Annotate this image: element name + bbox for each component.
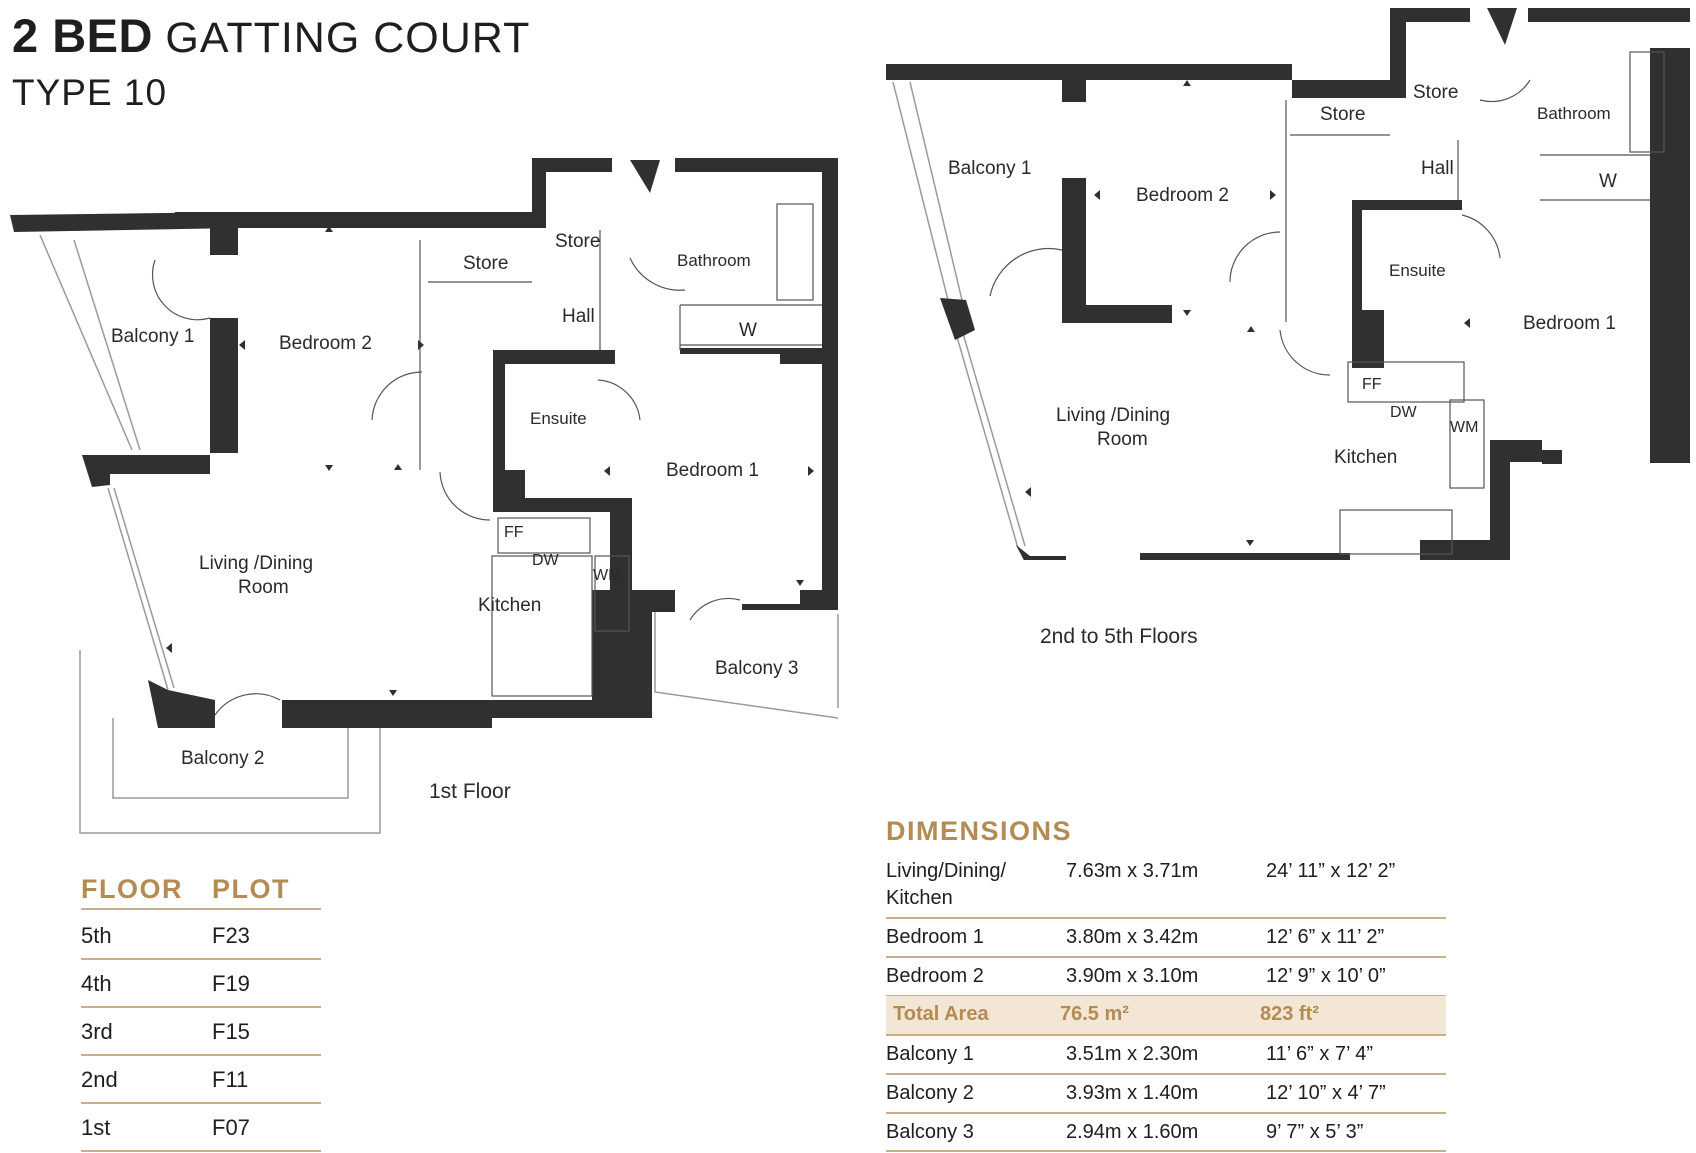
ff-label-hall: Hall [562, 306, 595, 327]
total-area-row: Total Area 76.5 m² 823 ft² [886, 996, 1446, 1036]
bed-count: 2 BED [12, 9, 153, 62]
ff-label-store-b: Store [555, 231, 601, 252]
table-row: Bedroom 1 3.80m x 3.42m 12’ 6” x 11’ 2” [886, 919, 1446, 958]
ff-label-living-room: Room [238, 577, 289, 598]
table-row: Balcony 2 3.93m x 1.40m 12’ 10” x 4’ 7” [886, 1075, 1446, 1114]
uf-label-bedroom1: Bedroom 1 [1523, 313, 1616, 334]
floor-cell: 3rd [81, 1019, 113, 1044]
dim-metric-cell: 76.5 m² [1060, 1003, 1129, 1025]
ff-label-bathroom: Bathroom [677, 251, 751, 270]
dim-metric-cell: 3.90m x 3.10m [1066, 965, 1199, 987]
ff-label-dw: DW [532, 552, 559, 569]
upper-floors-plan [886, 8, 1690, 560]
first-floor-plan [10, 158, 839, 834]
plot-cell: F15 [212, 1019, 250, 1044]
table-row: Balcony 3 2.94m x 1.60m 9’ 7” x 5’ 3” [886, 1114, 1446, 1152]
dim-metric-cell: 2.94m x 1.60m [1066, 1121, 1199, 1143]
dimensions-heading: DIMENSIONS [886, 816, 1073, 846]
uf-label-wm: WM [1450, 419, 1479, 436]
dim-metric-cell: 3.80m x 3.42m [1066, 926, 1199, 948]
ff-label-ensuite: Ensuite [530, 409, 587, 428]
plot-cell: F19 [212, 971, 250, 996]
dim-imperial-cell: 12’ 6” x 11’ 2” [1266, 926, 1385, 948]
floor-cell: 2nd [81, 1067, 118, 1092]
dim-metric-cell: 3.93m x 1.40m [1066, 1082, 1199, 1104]
table-row: 1st F07 [81, 1104, 321, 1152]
plot-cell: F07 [212, 1115, 250, 1140]
uf-label-living-room: Room [1097, 429, 1148, 450]
table-row: 5th F23 [81, 912, 321, 960]
ff-label-bedroom1: Bedroom 1 [666, 460, 759, 481]
dim-room-cell: Living/Dining/ [886, 860, 1007, 882]
uf-label-balcony1: Balcony 1 [948, 158, 1032, 179]
dim-imperial-cell: 12’ 10” x 4’ 7” [1266, 1082, 1386, 1104]
dim-imperial-cell: 12’ 9” x 10’ 0” [1266, 965, 1386, 987]
dim-imperial-cell: 11’ 6” x 7’ 4” [1266, 1043, 1374, 1065]
uf-label-hall: Hall [1421, 158, 1454, 179]
uf-label-ensuite: Ensuite [1389, 261, 1446, 280]
dim-room-cell: Total Area [893, 1003, 989, 1025]
ff-label-living: Living /Dining [199, 553, 314, 574]
floor-cell: 1st [81, 1115, 111, 1140]
unit-type: TYPE 10 [12, 72, 168, 113]
page-title: 2 BED GATTING COURT [12, 8, 530, 63]
ff-label-wardrobe: W [739, 320, 757, 341]
floor-cell: 5th [81, 923, 112, 948]
uf-label-dw: DW [1390, 404, 1417, 421]
table-row: Balcony 1 3.51m x 2.30m 11’ 6” x 7’ 4” [886, 1036, 1446, 1075]
first-floor-caption: 1st Floor [429, 780, 511, 803]
uf-label-store-b: Store [1413, 82, 1459, 103]
plot-cell: F23 [212, 923, 250, 948]
plot-table-header-plot: PLOT [212, 874, 290, 904]
dim-metric-cell: 7.63m x 3.71m [1066, 860, 1199, 882]
plot-table-header-floor: FLOOR [81, 874, 183, 904]
ff-label-bedroom2: Bedroom 2 [279, 333, 372, 354]
ff-label-balcony3: Balcony 3 [715, 658, 799, 679]
uf-label-store-a: Store [1320, 104, 1366, 125]
dim-imperial-cell: 9’ 7” x 5’ 3” [1266, 1121, 1364, 1143]
uf-label-ff: FF [1362, 376, 1382, 393]
dim-room-cell: Balcony 2 [886, 1082, 974, 1104]
ff-label-balcony1: Balcony 1 [111, 326, 195, 347]
upper-floors-caption: 2nd to 5th Floors [1040, 625, 1198, 648]
table-row: Bedroom 2 3.90m x 3.10m 12’ 9” x 10’ 0” [886, 958, 1446, 997]
ff-label-balcony2: Balcony 2 [181, 748, 265, 769]
dim-room-cell: Bedroom 2 [886, 965, 984, 987]
ff-label-ff: FF [504, 524, 524, 541]
table-row: 3rd F15 [81, 1008, 321, 1056]
dim-room-cell: Bedroom 1 [886, 926, 984, 948]
ff-label-wm: WM [593, 567, 622, 584]
ff-label-store-a: Store [463, 253, 509, 274]
uf-label-wardrobe: W [1599, 171, 1617, 192]
dim-room-cell-line2: Kitchen [886, 887, 953, 909]
dim-metric-cell: 3.51m x 2.30m [1066, 1043, 1199, 1065]
uf-label-bathroom: Bathroom [1537, 104, 1611, 123]
plot-table-header-rule [81, 908, 321, 910]
floor-cell: 4th [81, 971, 112, 996]
plot-cell: F11 [212, 1067, 249, 1092]
development-name: GATTING COURT [165, 14, 531, 62]
dim-room-cell: Balcony 1 [886, 1043, 974, 1065]
ff-label-kitchen: Kitchen [478, 595, 542, 616]
uf-label-bedroom2: Bedroom 2 [1136, 185, 1229, 206]
table-row: Living/Dining/ Kitchen 7.63m x 3.71m 24’… [886, 855, 1446, 919]
dim-imperial-cell: 823 ft² [1260, 1003, 1319, 1025]
dim-imperial-cell: 24’ 11” x 12’ 2” [1266, 860, 1396, 882]
uf-label-living: Living /Dining [1056, 405, 1171, 426]
table-row: 2nd F11 [81, 1056, 321, 1104]
uf-label-kitchen: Kitchen [1334, 447, 1398, 468]
dim-room-cell: Balcony 3 [886, 1121, 974, 1143]
table-row: 4th F19 [81, 960, 321, 1008]
